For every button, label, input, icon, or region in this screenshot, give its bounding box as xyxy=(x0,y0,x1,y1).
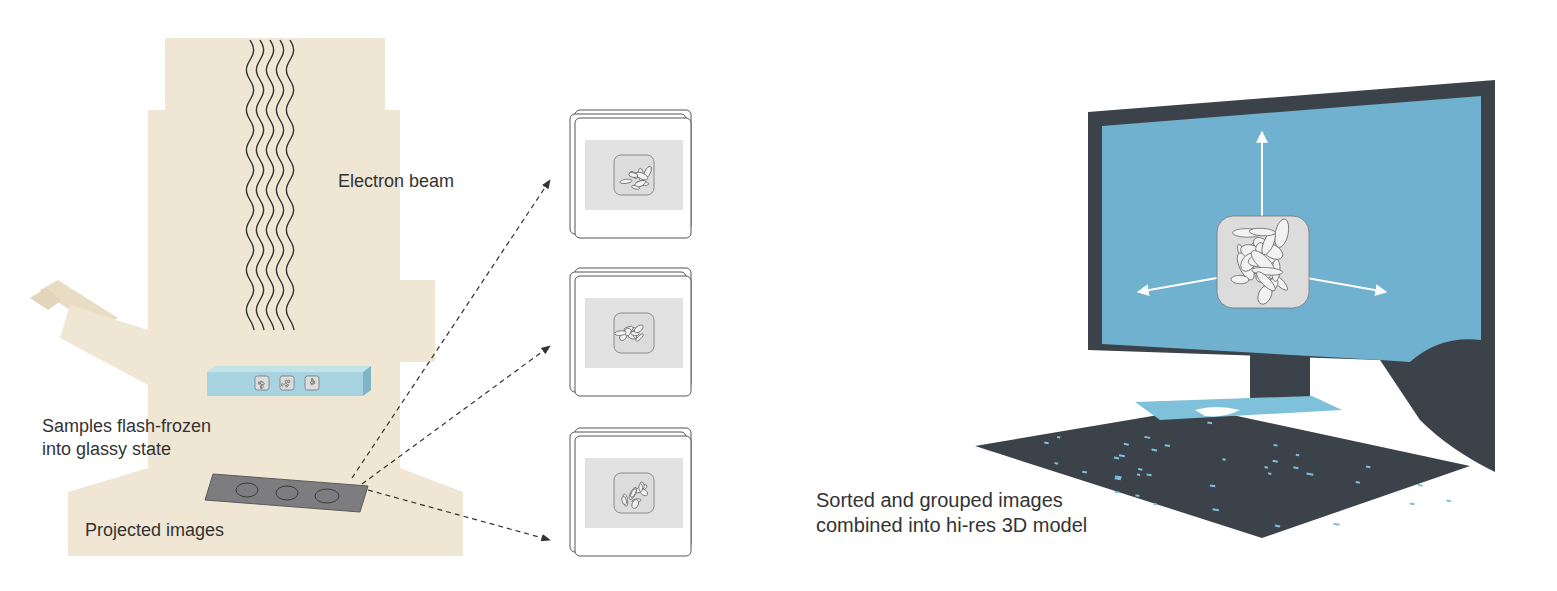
label: Sorted and grouped images combined into … xyxy=(816,488,1126,538)
image-stack xyxy=(570,268,691,396)
image-stack xyxy=(570,428,691,556)
protein-blob xyxy=(255,376,269,390)
wave-line xyxy=(286,40,294,330)
image-stack xyxy=(570,110,691,238)
protein-blob xyxy=(1217,216,1309,308)
sample-slab xyxy=(207,366,371,396)
protein-blob xyxy=(305,376,319,390)
protein-blob xyxy=(280,376,294,390)
wave-line xyxy=(276,40,284,330)
label: Samples flash-frozen into glassy state xyxy=(42,415,242,460)
protein-blob xyxy=(614,313,654,353)
computer xyxy=(975,80,1495,538)
protein-blob xyxy=(614,155,654,195)
electron-waves xyxy=(246,40,294,330)
microscope xyxy=(30,38,463,556)
label: Electron beam xyxy=(338,170,538,193)
wave-line xyxy=(246,40,254,330)
label: Projected images xyxy=(85,519,285,542)
frozen-particles xyxy=(255,376,319,390)
projection-plate xyxy=(205,474,368,512)
wave-line xyxy=(256,40,264,330)
wave-line xyxy=(266,40,274,330)
projection-arrows xyxy=(352,180,550,540)
protein-blob xyxy=(614,473,654,513)
image-stacks xyxy=(570,110,691,556)
3d-model xyxy=(1217,216,1309,308)
